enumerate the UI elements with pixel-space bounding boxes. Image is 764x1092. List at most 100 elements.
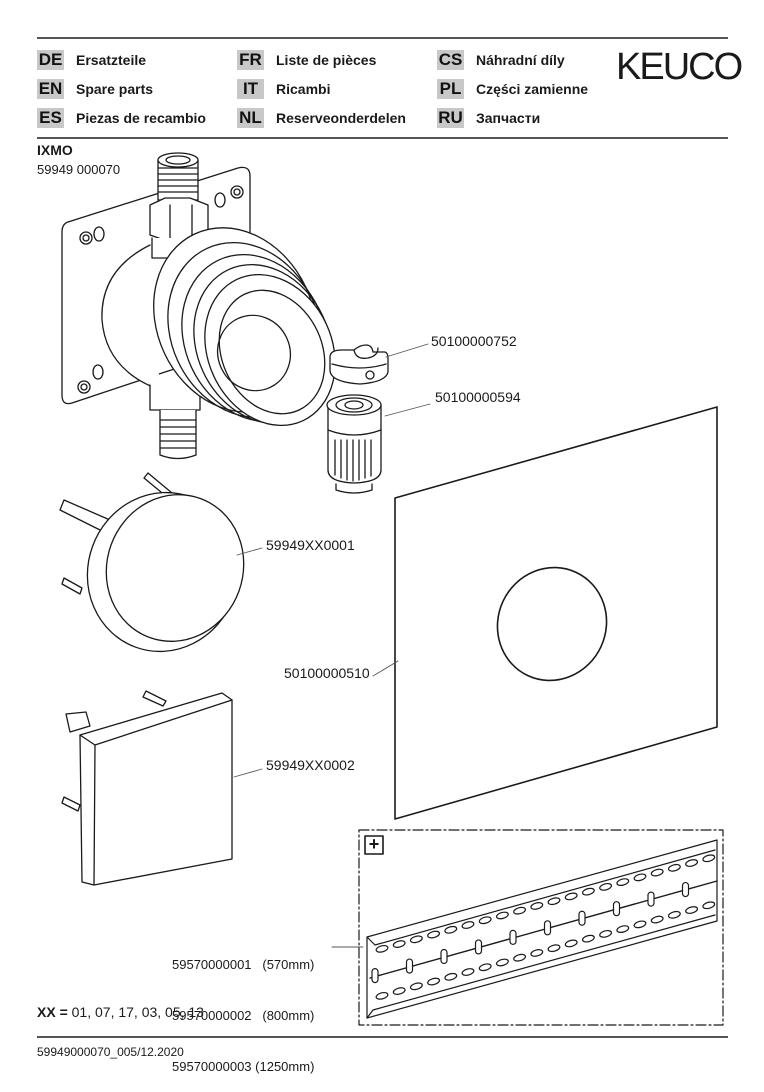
rail-slot	[375, 991, 389, 1000]
lang-row-ru: RU Запчасти	[437, 108, 540, 128]
rail-slot	[547, 944, 561, 953]
lang-label: Ricambi	[276, 81, 331, 97]
part-number-label: 59949XX0001	[266, 537, 355, 553]
rail-slot	[461, 968, 475, 976]
lang-label: Spare parts	[76, 81, 154, 97]
rail-slot	[685, 859, 699, 867]
rail-slot	[530, 949, 544, 957]
lang-row-it: IT Ricambi	[237, 79, 330, 99]
part-number-label: 50100000510	[284, 665, 370, 681]
rail-slot	[427, 977, 441, 986]
accessory-plus-icon: +	[368, 834, 380, 854]
lang-code: RU	[437, 108, 464, 128]
lang-code: EN	[37, 79, 64, 99]
rail-slot	[427, 930, 441, 939]
lang-code: NL	[237, 108, 264, 128]
rail-slot	[581, 934, 595, 943]
rail-number: 59570000002	[172, 1008, 252, 1023]
rail-slot	[702, 901, 716, 910]
rail-slot	[513, 906, 527, 915]
lang-code: PL	[437, 79, 464, 99]
rail-slot	[495, 911, 509, 920]
rail-number: 59570000001	[172, 957, 252, 972]
header-top-rule	[37, 37, 728, 39]
rail-slot	[564, 939, 578, 948]
lang-code: DE	[37, 50, 64, 70]
rail-slot	[478, 916, 492, 925]
variant-legend: XX = 01, 07, 17, 03, 05, 13	[37, 1004, 204, 1020]
rail-marker	[509, 929, 517, 945]
lang-code: FR	[237, 50, 264, 70]
clip-ring-drawing	[329, 344, 389, 385]
lang-code: CS	[437, 50, 464, 70]
leader-lines	[233, 343, 431, 948]
rail-slot	[513, 953, 527, 962]
lang-label: Części zamienne	[476, 81, 589, 97]
rail-slot	[581, 887, 595, 896]
rail-marker	[647, 891, 655, 907]
rail-marker	[440, 948, 448, 965]
rail-slot	[616, 925, 630, 933]
round-cover-drawing	[59, 472, 245, 653]
rail-marker	[405, 958, 414, 974]
lang-row-en: EN Spare parts	[37, 79, 153, 99]
rail-marker	[578, 910, 586, 926]
rail-slot	[633, 920, 647, 929]
rail-slot	[599, 929, 613, 938]
lang-code: IT	[237, 79, 264, 99]
rail-slot	[478, 963, 492, 972]
lang-label: Reserveonderdelen	[276, 110, 406, 126]
lang-row-es: ES Piezas de recambio	[37, 108, 206, 128]
header-bottom-rule	[37, 137, 728, 139]
document-id: 59949000070_005/12.2020	[37, 1045, 184, 1059]
lang-label: Liste de pièces	[276, 52, 377, 68]
rail-slot	[495, 958, 509, 967]
lang-row-pl: PL Części zamienne	[437, 79, 588, 99]
rail-length: (570mm)	[262, 957, 315, 972]
rail-marker	[474, 939, 483, 955]
lang-label: Náhradní díly	[476, 52, 565, 68]
lang-label: Piezas de recambio	[76, 110, 206, 126]
variant-label: XX =	[37, 1004, 68, 1020]
lang-label: Запчасти	[476, 110, 541, 126]
rail-marker	[543, 920, 552, 936]
rail-item: 59570000002 (800mm)	[172, 1007, 314, 1024]
rail-slot	[667, 910, 681, 919]
rail-slot	[392, 987, 406, 995]
rail-slot	[685, 906, 699, 914]
rail-slot	[564, 892, 578, 901]
cartridge-drawing	[326, 394, 382, 494]
variant-values: 01, 07, 17, 03, 05, 13	[71, 1004, 204, 1020]
seal-plate-drawing	[394, 406, 718, 820]
product-name: IXMO	[37, 142, 73, 158]
rail-slot	[409, 982, 423, 991]
rail-slot	[650, 915, 664, 924]
rail-marker	[612, 901, 621, 917]
mounting-rail-drawing	[366, 839, 718, 1019]
rail-slot	[444, 972, 458, 981]
rail-slot	[547, 897, 561, 906]
lang-row-fr: FR Liste de pièces	[237, 50, 376, 70]
rail-slot	[616, 878, 630, 886]
square-cover-drawing	[61, 690, 233, 886]
lang-row-nl: NL Reserveonderdelen	[237, 108, 406, 128]
rail-slot	[444, 925, 458, 934]
rail-item: 59570000001 (570mm)	[172, 956, 314, 973]
lang-label: Ersatzteile	[76, 52, 147, 68]
product-number: 59949 000070	[37, 162, 121, 177]
rail-slot	[461, 921, 475, 929]
accessory-panel	[358, 829, 724, 1026]
rail-slot	[667, 863, 681, 872]
rail-slot	[702, 854, 716, 863]
part-number-label: 50100000594	[435, 389, 521, 405]
rail-slot	[409, 935, 423, 944]
rail-length: (800mm)	[262, 1008, 315, 1023]
rail-slot	[633, 873, 647, 882]
brand-logo: KEUCO	[616, 46, 743, 88]
lang-row-de: DE Ersatzteile	[37, 50, 146, 70]
rail-slot	[375, 944, 389, 953]
rail-marker	[681, 881, 690, 898]
rail-slot	[392, 940, 406, 948]
footer-rule	[37, 1036, 728, 1038]
rail-length: (1250mm)	[255, 1059, 315, 1074]
